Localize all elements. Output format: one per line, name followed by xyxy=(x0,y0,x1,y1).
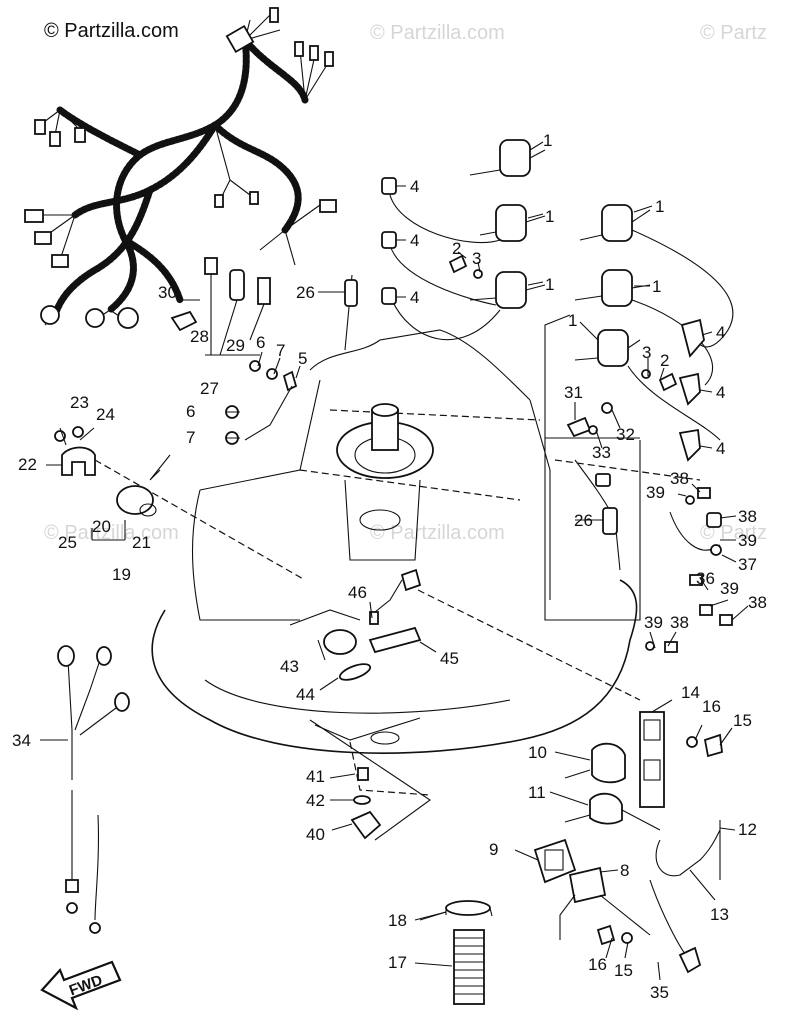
callout-14: 14 xyxy=(681,683,700,702)
callout-9: 9 xyxy=(489,840,498,859)
parts-43-to-46 xyxy=(289,568,422,681)
callout-12: 12 xyxy=(738,820,757,839)
lead-wire-26 xyxy=(344,274,621,571)
callout-35: 35 xyxy=(650,983,669,1002)
callout-34: 34 xyxy=(12,731,31,750)
callout-16: 16 xyxy=(588,955,607,974)
callout-4: 4 xyxy=(410,231,419,250)
callout-38: 38 xyxy=(748,593,767,612)
callout-15: 15 xyxy=(614,961,633,980)
callout-22: 22 xyxy=(18,455,37,474)
callout-39: 39 xyxy=(646,483,665,502)
callout-33: 33 xyxy=(592,443,611,462)
callout-leaders xyxy=(40,141,749,981)
callout-32: 32 xyxy=(616,425,635,444)
callout-24: 24 xyxy=(96,405,115,424)
callout-27: 27 xyxy=(200,379,219,398)
callout-26: 26 xyxy=(574,511,593,530)
callout-36: 36 xyxy=(696,569,715,588)
callout-11: 11 xyxy=(528,783,546,802)
callout-10: 10 xyxy=(528,743,547,762)
callout-20: 20 xyxy=(92,517,111,536)
callout-28: 28 xyxy=(190,327,209,346)
callout-1: 1 xyxy=(652,277,661,296)
callout-7: 7 xyxy=(276,341,285,360)
callout-15: 15 xyxy=(733,711,752,730)
parts-17-18 xyxy=(414,900,493,1005)
callout-1: 1 xyxy=(655,197,664,216)
callout-1: 1 xyxy=(543,131,552,150)
callout-17: 17 xyxy=(388,953,407,972)
callout-2: 2 xyxy=(660,351,669,370)
callout-3: 3 xyxy=(642,343,651,362)
callout-41: 41 xyxy=(306,767,325,786)
callout-43: 43 xyxy=(280,657,299,676)
coil-bracket-outline xyxy=(544,314,641,621)
callout-16: 16 xyxy=(702,697,721,716)
callout-4: 4 xyxy=(410,177,419,196)
callout-8: 8 xyxy=(620,861,629,880)
callout-6: 6 xyxy=(186,402,195,421)
callout-5: 5 xyxy=(298,349,307,368)
callout-31: 31 xyxy=(564,383,583,402)
callout-26: 26 xyxy=(296,283,315,302)
callout-6: 6 xyxy=(256,333,265,352)
cable-34 xyxy=(57,645,130,934)
watermark-mid-center: © Partzilla.com xyxy=(370,522,505,544)
callout-2: 2 xyxy=(452,239,461,258)
wiring-harness xyxy=(24,7,337,329)
callout-37: 37 xyxy=(738,555,757,574)
parts-36-to-39 xyxy=(645,487,733,653)
callout-3: 3 xyxy=(472,249,481,268)
callout-39: 39 xyxy=(738,531,757,550)
callout-39: 39 xyxy=(720,579,739,598)
parts-31-32-33 xyxy=(545,402,640,439)
callout-30: 30 xyxy=(158,283,177,302)
harness-sub-parts xyxy=(170,257,271,356)
callout-18: 18 xyxy=(388,911,407,930)
callout-23: 23 xyxy=(70,393,89,412)
callout-44: 44 xyxy=(296,685,315,704)
callout-45: 45 xyxy=(440,649,459,668)
callout-38: 38 xyxy=(670,613,689,632)
callout-46: 46 xyxy=(348,583,367,602)
engine-block xyxy=(191,329,551,621)
parts-5-6-7 xyxy=(225,360,298,445)
parts-40-41-42 xyxy=(309,719,431,841)
parts-19-to-25 xyxy=(54,426,306,581)
ignition-coils xyxy=(381,139,734,462)
callout-4: 4 xyxy=(716,383,725,402)
watermark-top-center: © Partzilla.com xyxy=(370,22,505,44)
callout-1: 1 xyxy=(568,311,577,330)
callout-39: 39 xyxy=(644,613,663,632)
callout-38: 38 xyxy=(670,469,689,488)
callout-7: 7 xyxy=(186,428,195,447)
watermark-main: © Partzilla.com xyxy=(44,20,179,42)
callout-1: 1 xyxy=(545,207,554,226)
callout-40: 40 xyxy=(306,825,325,844)
fwd-arrow: FWD xyxy=(40,960,122,1011)
callout-13: 13 xyxy=(710,905,729,924)
callout-38: 38 xyxy=(738,507,757,526)
callout-25: 25 xyxy=(58,533,77,552)
bottom-cowling xyxy=(151,579,638,754)
callout-4: 4 xyxy=(410,288,419,307)
watermark-top-right: © Partz xyxy=(700,22,767,44)
electrical-box xyxy=(533,711,723,974)
callout-29: 29 xyxy=(226,336,245,355)
callout-1: 1 xyxy=(545,275,554,294)
callout-19: 19 xyxy=(112,565,131,584)
callout-21: 21 xyxy=(132,533,151,552)
callout-4: 4 xyxy=(716,323,725,342)
callout-numbers: 1 1 1 1 1 1 2 2 3 3 4 4 4 4 4 4 5 6 6 7 … xyxy=(12,131,767,1002)
watermark-mid-left: © Partzilla.com xyxy=(44,522,179,544)
callout-4: 4 xyxy=(716,439,725,458)
callout-42: 42 xyxy=(306,791,325,810)
